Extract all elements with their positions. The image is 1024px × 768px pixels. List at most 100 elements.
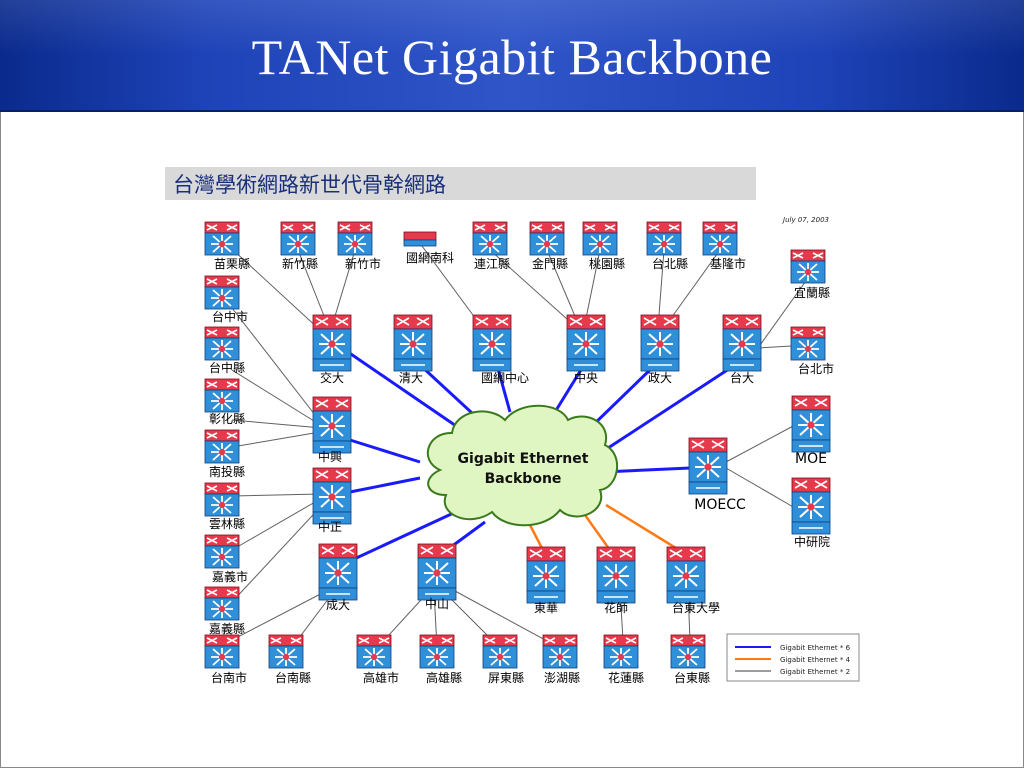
- router-icon: [526, 546, 566, 604]
- node-nchc-south: 國網南科: [406, 250, 454, 265]
- diagram-heading-bg: [165, 167, 756, 200]
- node-kaohsiung-county: 高雄縣: [426, 670, 462, 685]
- node-miaoli: 苗栗縣: [214, 257, 250, 271]
- node-qingda: 清大: [399, 371, 423, 385]
- cloud-label-line1: Gigabit Ethernet: [458, 451, 589, 467]
- node-hualien: 花蓮縣: [608, 670, 644, 685]
- router-icon: [722, 314, 762, 372]
- node-chiayi-county: 嘉義縣: [209, 621, 245, 636]
- diagram-date: July 07, 2003: [781, 216, 829, 224]
- gigabit2-links: [231, 245, 809, 651]
- router-icon: [204, 275, 240, 310]
- gigabit-backbone-cloud: Gigabit Ethernet Backbone: [427, 404, 619, 527]
- router-icon: [419, 634, 455, 669]
- router-icon: [791, 395, 831, 453]
- router-icon: [702, 221, 738, 256]
- node-academia: 中研院: [794, 534, 830, 549]
- legend: Gigabit Ethernet * 6 Gigabit Ethernet * …: [726, 633, 860, 682]
- edge-routers: 苗栗縣 新竹縣 新竹市 國網南科 連江縣 金門縣 桃園縣 台北縣 基隆市 宜蘭縣: [204, 221, 834, 685]
- router-icon: [204, 534, 240, 569]
- router-icon: [640, 314, 680, 372]
- node-tainan-city: 台南市: [211, 670, 247, 685]
- node-zhengda: 政大: [648, 371, 672, 385]
- node-lianjiang: 連江縣: [474, 257, 510, 271]
- router-icon: [482, 634, 518, 669]
- node-penghu: 澎湖縣: [544, 670, 580, 685]
- router-icon: [566, 314, 606, 372]
- router-icon: [582, 221, 618, 256]
- node-taoyuan: 桃園縣: [589, 256, 625, 271]
- router-icon: [312, 467, 352, 525]
- router-icon: [790, 249, 826, 284]
- router-icon: [312, 314, 352, 372]
- router-icon: [791, 477, 831, 535]
- node-chiayi-city: 嘉義市: [212, 569, 248, 584]
- node-guowang: 國網中心: [481, 370, 529, 385]
- node-taichung-county: 台中縣: [209, 360, 245, 375]
- node-taitung: 台東縣: [674, 670, 710, 685]
- router-icon: [417, 543, 457, 601]
- legend-label-6: Gigabit Ethernet * 6: [780, 644, 851, 652]
- router-icon: [204, 634, 240, 669]
- node-changhua: 彰化縣: [209, 411, 245, 426]
- legend-label-2: Gigabit Ethernet * 2: [780, 668, 850, 676]
- node-yunlin: 雲林縣: [209, 517, 245, 531]
- router-icon: [204, 378, 240, 413]
- node-taidong-univ: 台東大學: [672, 600, 720, 615]
- node-moecc: MOECC: [694, 497, 746, 513]
- node-taipei-county: 台北縣: [652, 256, 688, 271]
- node-zhongyang: 中央: [574, 370, 598, 385]
- node-kinmen: 金門縣: [532, 256, 568, 271]
- node-zhongxing: 中興: [318, 449, 342, 464]
- router-icon: [280, 221, 316, 256]
- node-hsinchu-county: 新竹縣: [282, 256, 318, 271]
- title-bar: TANet Gigabit Backbone: [0, 0, 1024, 112]
- node-zhongzheng: 中正: [318, 519, 342, 534]
- router-icon: [204, 586, 240, 621]
- node-zhongshan: 中山: [425, 596, 449, 611]
- router-icon: [393, 314, 433, 372]
- router-icon: [268, 634, 304, 669]
- node-taichung-city: 台中市: [212, 309, 248, 324]
- router-icon: [688, 437, 728, 495]
- router-icon: [204, 326, 240, 361]
- router-icon: [603, 634, 639, 669]
- router-icon: [472, 314, 512, 372]
- node-yilan: 宜蘭縣: [794, 285, 830, 300]
- router-icon: [646, 221, 682, 256]
- router-icon: [529, 221, 565, 256]
- node-keelung: 基隆市: [710, 256, 746, 271]
- legend-label-4: Gigabit Ethernet * 4: [780, 656, 851, 664]
- node-taipei-city: 台北市: [798, 361, 834, 376]
- router-icon: [337, 221, 373, 256]
- router-icon: [670, 634, 706, 669]
- router-icon: [204, 429, 240, 464]
- node-jiaoda: 交大: [320, 370, 344, 385]
- node-moe: MOE: [795, 451, 827, 467]
- node-pingtung: 屏東縣: [488, 671, 524, 685]
- router-icon: [312, 396, 352, 454]
- router-icon: [666, 546, 706, 604]
- router-icon: [472, 221, 508, 256]
- node-kaohsiung-city: 高雄市: [363, 670, 399, 685]
- node-huashi: 花師: [604, 600, 628, 615]
- router-icon: [204, 482, 240, 517]
- router-icon: [790, 326, 826, 361]
- node-donghua: 東華: [534, 601, 558, 615]
- router-icon: [318, 543, 358, 601]
- core-routers: 交大 清大 國網中心 中央 政大 台大 中興 中正 成大 中山 東華 花師: [312, 314, 831, 615]
- node-taida: 台大: [730, 370, 754, 385]
- node-chengda: 成大: [326, 598, 350, 612]
- router-icon: [403, 231, 437, 247]
- node-tainan-county: 台南縣: [275, 670, 311, 685]
- router-icon: [542, 634, 578, 669]
- router-icon: [356, 634, 392, 669]
- node-hsinchu-city: 新竹市: [345, 256, 381, 271]
- router-icon: [204, 221, 240, 256]
- router-icon: [596, 546, 636, 604]
- cloud-label-line2: Backbone: [485, 471, 562, 487]
- slide-title: TANet Gigabit Backbone: [251, 29, 773, 85]
- diagram-heading: 台灣學術網路新世代骨幹網路: [173, 173, 446, 197]
